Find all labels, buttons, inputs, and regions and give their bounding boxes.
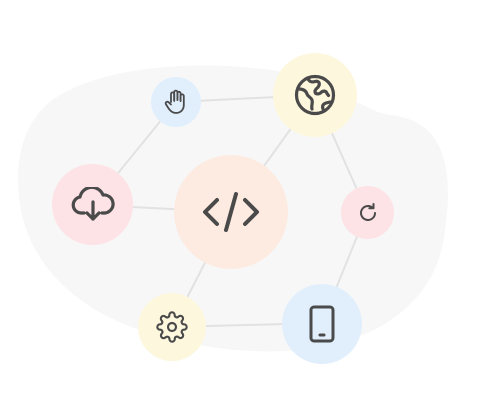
globe-icon xyxy=(294,74,336,116)
cloud-download-node xyxy=(52,164,133,245)
refresh-icon xyxy=(359,202,376,221)
settings-gear-icon xyxy=(156,311,188,343)
hand-icon xyxy=(164,89,185,114)
globe-node xyxy=(273,53,357,137)
refresh-node xyxy=(341,186,394,239)
cloud-download-icon xyxy=(71,186,115,221)
settings-node xyxy=(138,293,206,361)
code-icon xyxy=(203,192,259,232)
mobile-device-icon xyxy=(309,305,335,343)
hand-node xyxy=(151,77,201,127)
code-node xyxy=(174,155,288,269)
mobile-node xyxy=(282,284,362,364)
